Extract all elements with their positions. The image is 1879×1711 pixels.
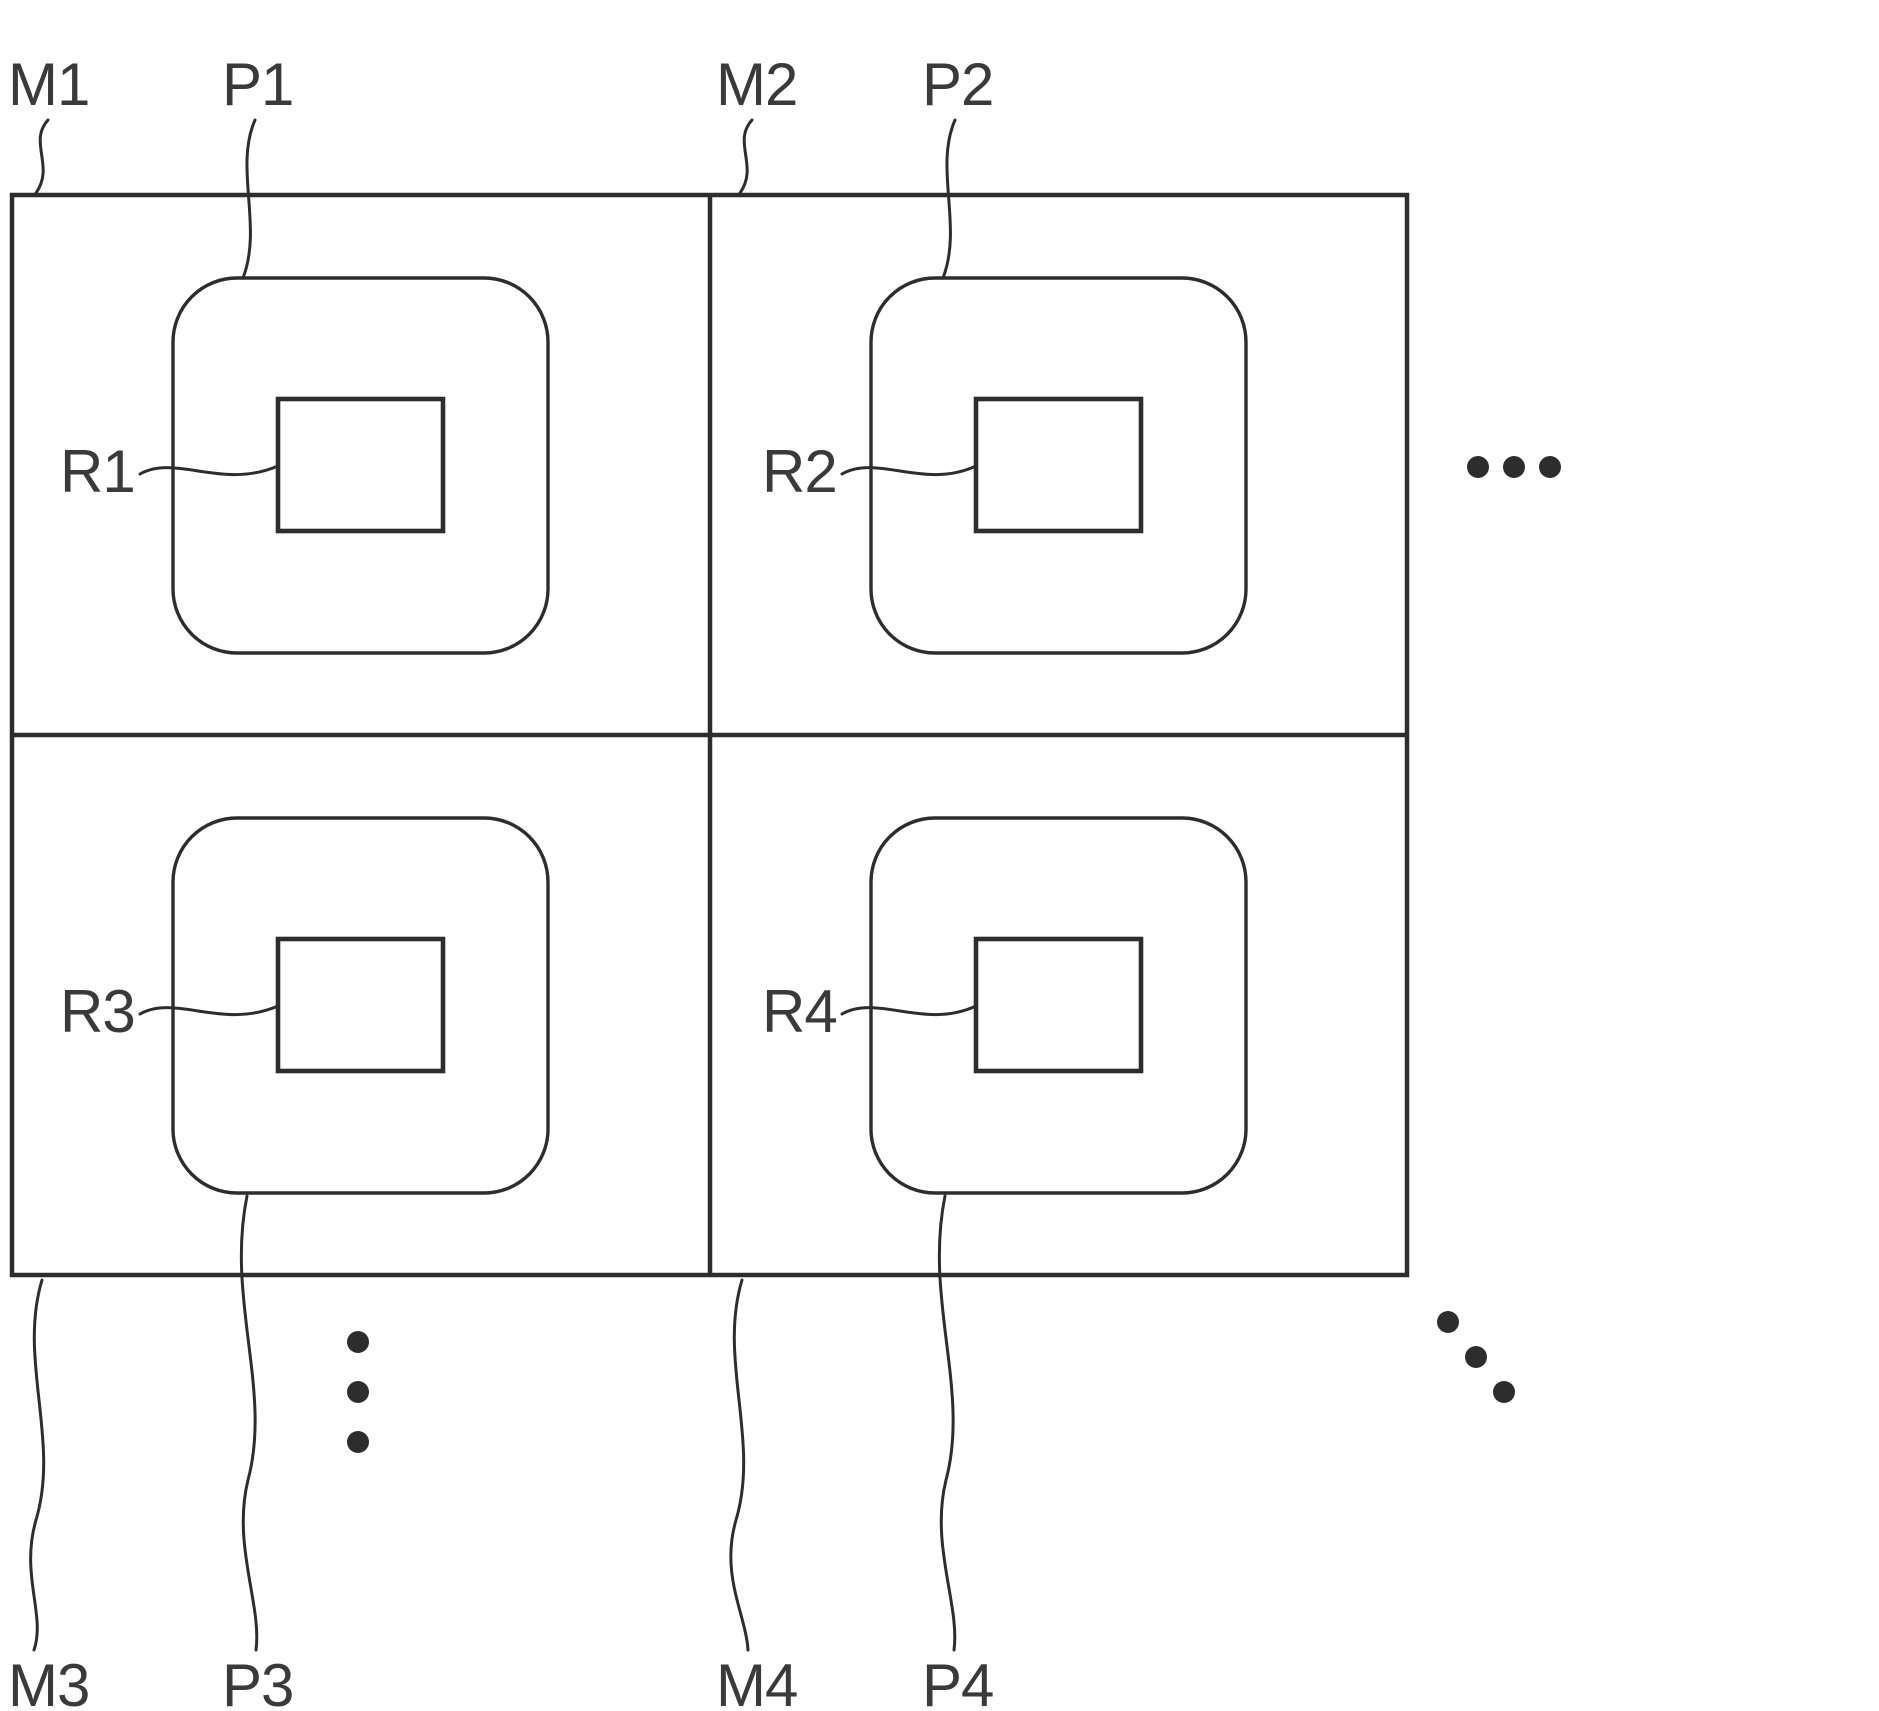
- leader-line-p4: [937, 1194, 957, 1652]
- dot: [1493, 1381, 1515, 1403]
- region-p4: [869, 816, 1248, 1195]
- ellipsis-vertical-icon: [347, 1331, 369, 1453]
- leader-line-p2: [941, 118, 957, 280]
- element-r2: [973, 396, 1144, 534]
- ellipsis-horizontal-icon: [1467, 456, 1561, 478]
- label-p1: P1: [222, 51, 293, 118]
- region-p2: [869, 276, 1248, 655]
- element-r1: [275, 396, 446, 534]
- leader-line-m2: [738, 118, 754, 195]
- element-r4: [973, 936, 1144, 1074]
- memory-cell-m4: [869, 816, 1248, 1195]
- region-p3: [171, 816, 550, 1195]
- leader-line-r3: [138, 1004, 280, 1016]
- label-p4: P4: [922, 1652, 993, 1711]
- dot: [1437, 1311, 1459, 1333]
- label-r1: R1: [60, 438, 135, 505]
- leader-line-m3: [29, 1278, 46, 1652]
- ellipsis-diagonal-icon: [1437, 1311, 1515, 1403]
- leader-line-r2: [840, 464, 978, 476]
- label-m3: M3: [8, 1652, 89, 1711]
- leader-line-r1: [138, 464, 280, 476]
- memory-cell-m2: [869, 276, 1248, 655]
- memory-cell-m3: [171, 816, 550, 1195]
- leader-line-p3: [239, 1194, 259, 1652]
- region-p1: [171, 276, 550, 655]
- dot: [347, 1331, 369, 1353]
- dot: [1539, 456, 1561, 478]
- dot: [1503, 456, 1525, 478]
- leader-line-p1: [241, 118, 257, 280]
- label-r2: R2: [762, 438, 837, 505]
- label-p3: P3: [222, 1652, 293, 1711]
- label-r4: R4: [762, 978, 837, 1045]
- leader-line-r4: [840, 1004, 978, 1016]
- label-m1: M1: [8, 51, 89, 118]
- leader-line-m4: [729, 1278, 750, 1652]
- dot: [1467, 456, 1489, 478]
- element-r3: [275, 936, 446, 1074]
- label-r3: R3: [60, 978, 135, 1045]
- dot: [347, 1431, 369, 1453]
- label-m2: M2: [716, 51, 797, 118]
- label-p2: P2: [922, 51, 993, 118]
- dot: [347, 1381, 369, 1403]
- dot: [1465, 1346, 1487, 1368]
- label-m4: M4: [716, 1652, 797, 1711]
- leader-line-m1: [34, 118, 50, 195]
- memory-cell-m1: [171, 276, 550, 655]
